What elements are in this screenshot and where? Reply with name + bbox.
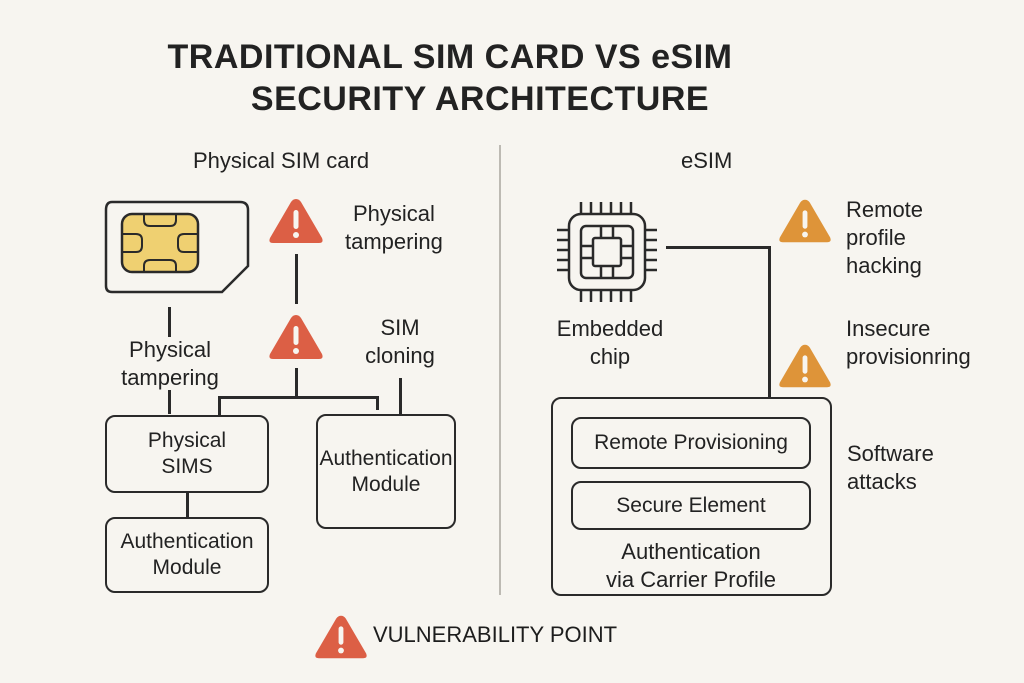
label-line: Authentication (621, 539, 761, 564)
connector-line (168, 307, 171, 337)
physical-sims-box: Physical SIMS (105, 415, 269, 493)
label-line: SIM (380, 315, 420, 340)
label-line: Embedded (556, 316, 664, 341)
connector-line (399, 378, 402, 415)
column-divider (499, 145, 501, 595)
label-line: Remote (846, 197, 924, 222)
left-side-label: Physical tampering (70, 336, 270, 392)
box-label-line: Module (152, 556, 222, 579)
label-line: profile (846, 225, 906, 250)
label-line: Software (847, 441, 934, 466)
sim-card-icon (104, 200, 250, 294)
box-label-line: SIMS (161, 455, 213, 478)
container-footer-label: Authentication via Carrier Profile (556, 538, 826, 594)
box-label-line: Authentication (120, 530, 254, 553)
software-attacks-label: Software attacks (847, 440, 934, 496)
warning-icon (269, 315, 323, 359)
chip-icon (557, 202, 657, 302)
connector-line (295, 254, 298, 304)
label-line: provisionring (846, 344, 971, 369)
right-section-heading: eSIM (681, 148, 733, 173)
connector-line (186, 493, 189, 519)
connector-line (768, 246, 771, 398)
label-line: Physical (129, 337, 211, 362)
title-line-2: SECURITY ARCHITECTURE (250, 80, 710, 118)
authentication-module-box: Authentication Module (316, 414, 456, 529)
label-line: Insecure (846, 316, 931, 341)
label-line: tampering (345, 229, 443, 254)
warning-icon (269, 199, 323, 243)
left-section-heading: Physical SIM card (193, 148, 370, 173)
remote-provisioning-box: Remote Provisioning (571, 417, 811, 469)
label-line: hacking (846, 253, 922, 278)
connector-line (218, 396, 378, 399)
connector-line (218, 396, 221, 416)
title-line-1: TRADITIONAL SIM CARD VS eSIM (167, 38, 733, 76)
connector-line (295, 368, 298, 398)
box-label-line: Authentication (319, 446, 453, 470)
warning-label-remote-profile-hacking: Remote profile hacking (846, 196, 923, 280)
warning-icon (779, 199, 831, 243)
box-label: Secure Element (616, 493, 766, 517)
box-label-line: Module (351, 472, 421, 496)
label-line: Physical (352, 201, 435, 226)
warning-label-insecure-provisioning: Insecure provisionring (846, 315, 971, 371)
label-line: tampering (121, 365, 219, 390)
box-label-line: Physical (147, 429, 227, 452)
label-line: attacks (847, 469, 917, 494)
diagram-title: TRADITIONAL SIM CARD VS eSIM SECURITY AR… (0, 36, 900, 120)
esim-container-box (551, 397, 832, 596)
warning-label-sim-cloning: SIM cloning (360, 314, 440, 370)
warning-label-physical-tampering: Physical tampering (345, 200, 443, 256)
connector-line (376, 396, 379, 410)
label-line: chip (589, 344, 631, 369)
chip-label: Embedded chip (540, 315, 680, 371)
box-label: Remote Provisioning (594, 431, 788, 454)
connector-line (666, 246, 770, 249)
label-line: via Carrier Profile (606, 567, 776, 592)
label-line: cloning (365, 343, 435, 368)
warning-icon (315, 615, 367, 659)
authentication-module-box: Authentication Module (105, 517, 269, 593)
warning-icon (779, 344, 831, 388)
legend-label: VULNERABILITY POINT (373, 622, 618, 647)
secure-element-box: Secure Element (571, 481, 811, 530)
connector-line (168, 390, 171, 414)
